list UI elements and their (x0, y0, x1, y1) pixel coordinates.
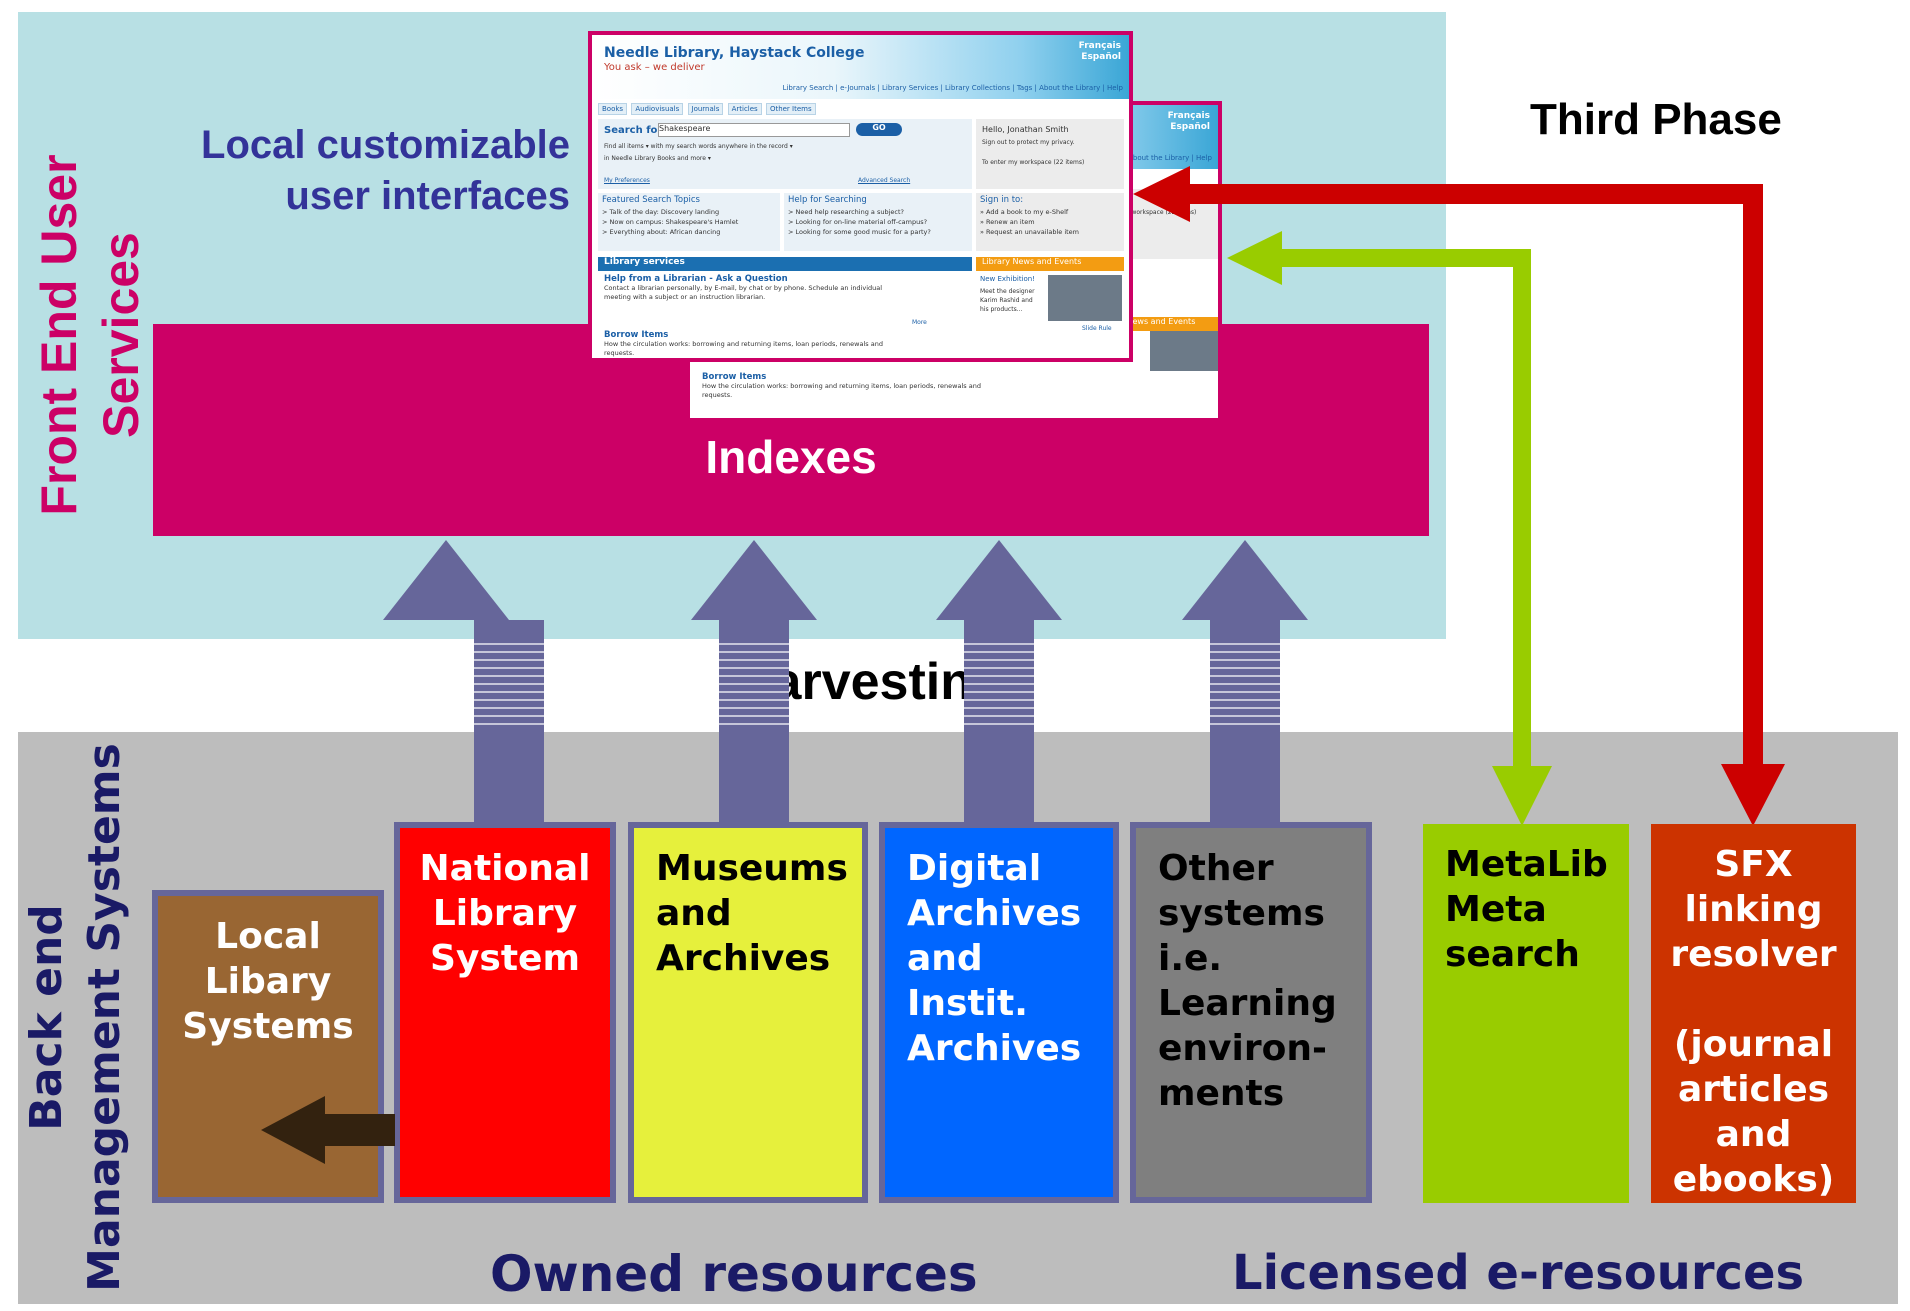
box-digital-archives: Digital Archives and Instit. Archives (879, 822, 1119, 1203)
exhibit-image-back (1150, 331, 1218, 371)
harvesting-band (340, 642, 1030, 732)
tab-audiovisuals: Audiovisuals (631, 103, 684, 115)
help-searching: Help for Searching > Need help researchi… (784, 193, 972, 251)
exhibition-title: New Exhibition! (980, 275, 1036, 283)
hello-pane: Hello, Jonathan Smith Sign out to protec… (976, 119, 1124, 189)
borrow-back: Borrow Items How the circulation works: … (702, 372, 981, 400)
harvest-arrows (383, 540, 1308, 822)
exhibit-image (1048, 275, 1122, 321)
harvest-arrow-other (1182, 540, 1308, 822)
find-row: Find all items ▾ with my search words an… (604, 143, 793, 150)
national-to-local-arrow (261, 1096, 395, 1164)
harvest-arrow-stripes (474, 643, 1280, 725)
local-interfaces-label: Local customizable user interfaces (201, 123, 570, 218)
box-museums-archives: Museums and Archives (628, 822, 868, 1203)
about-link: About the Library | Help (1128, 154, 1212, 162)
owned-resources-label: Owned resources (490, 1245, 978, 1303)
signin-pane: Sign in to: » Add a book to my e-Shelf »… (976, 193, 1124, 251)
sfx-arrow (1133, 166, 1785, 826)
harvest-arrow-museums (691, 540, 817, 822)
hello-text: Hello, Jonathan Smith (982, 125, 1069, 134)
help-librarian: Help from a Librarian - Ask a Question C… (604, 274, 883, 302)
indexes-label: Indexes (705, 431, 877, 483)
search-panel: Search for Shakespeare GO Find all items… (598, 119, 972, 189)
box-national-library-system: National Library System (394, 822, 616, 1203)
borrow-items: Borrow Items How the circulation works: … (604, 330, 883, 358)
harvest-arrow-digital (936, 540, 1062, 822)
box-metalib: MetaLib Meta search (1423, 824, 1629, 1203)
eshelf-text: To enter my workspace (22 items) (982, 159, 1085, 166)
library-nav: Library Search | e-Journals | Library Se… (782, 84, 1123, 92)
box-other-systems: Other systems i.e. Learning environ- men… (1130, 822, 1372, 1203)
featured-topics: Featured Search Topics > Talk of the day… (598, 193, 780, 251)
news-header: Library News and Events (976, 257, 1124, 271)
metalib-arrow (1227, 231, 1552, 826)
screenshot-header: Needle Library, Haystack College You ask… (592, 35, 1129, 99)
search-input: Shakespeare (658, 123, 850, 137)
box-local-library-systems: Local Libary Systems (152, 890, 384, 1203)
library-tagline: You ask – we deliver (604, 62, 705, 73)
library-title: Needle Library, Haystack College (604, 45, 865, 61)
exhibition-text: Meet the designer Karim Rashid and his p… (980, 288, 1035, 313)
slide-rule-caption: Slide Rule (1082, 325, 1112, 332)
box-sfx: SFX linking resolver (journal articles a… (1651, 824, 1856, 1203)
go-button: GO (856, 123, 902, 136)
advanced-search-link: Advanced Search (858, 177, 911, 184)
licensed-eresources-label: Licensed e-resources (1232, 1245, 1805, 1301)
tab-journals: Journals (687, 103, 724, 115)
search-label: Search for (604, 125, 663, 136)
in-row: in Needle Library Books and more ▾ (604, 155, 711, 162)
preferences-link: My Preferences (604, 177, 650, 184)
language-links: Français Español (1167, 111, 1210, 132)
ui-screenshot: Needle Library, Haystack College You ask… (588, 31, 1133, 362)
harvest-arrow-national (383, 540, 544, 822)
more-link: More (912, 319, 927, 326)
search-tabs: Books Audiovisuals Journals Articles Oth… (598, 103, 818, 117)
third-phase-label: Third Phase (1530, 95, 1782, 144)
signout-text: Sign out to protect my privacy. (982, 139, 1075, 146)
tab-books: Books (598, 103, 628, 115)
tab-articles: Articles (727, 103, 762, 115)
library-services-header: Library services (598, 257, 972, 271)
language-links: Français Español (1078, 41, 1121, 62)
tab-other-items: Other Items (765, 103, 816, 115)
